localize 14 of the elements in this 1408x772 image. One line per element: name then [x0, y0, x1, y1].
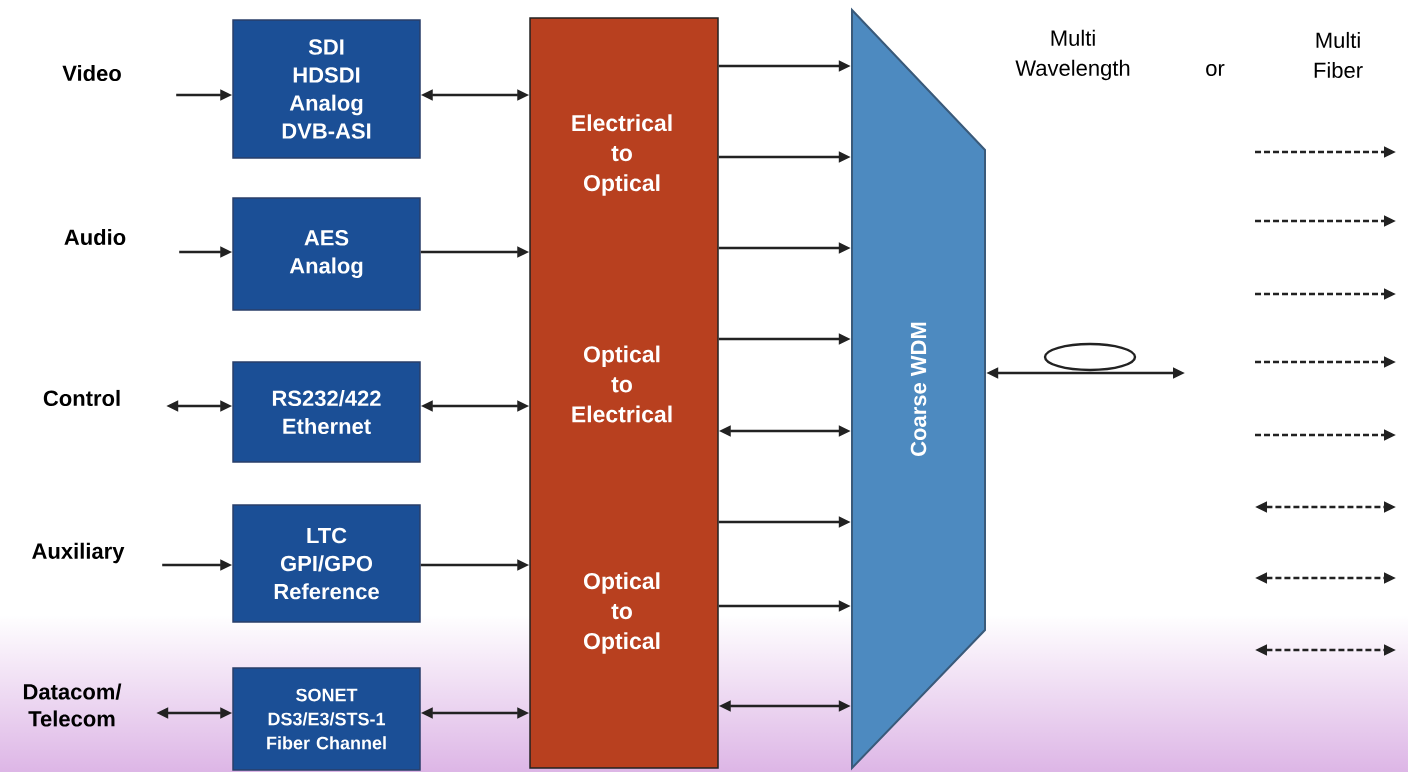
input-label: Auxiliary — [32, 542, 125, 564]
input-label: Video — [62, 64, 121, 82]
column-heading: or — [1206, 63, 1225, 77]
input-label: Audio — [64, 228, 126, 246]
input-label: Datacom/ Telecom — [23, 683, 122, 727]
converter-block: Electrical to Optical Optical to Electrical Optical to Optical — [529, 17, 719, 769]
input-label: Control — [43, 389, 120, 407]
interface-box: SONET DS3/E3/STS-1 Fiber Channel — [232, 667, 421, 771]
interface-box: AES Analog — [232, 197, 421, 311]
interface-box: SDI HDSDI Analog DVB-ASI — [232, 19, 421, 159]
interface-box: LTC GPI/GPO Reference — [232, 504, 421, 623]
interface-box: RS232/422 Ethernet — [232, 361, 421, 463]
column-heading: Multi Wavelength — [1015, 29, 1130, 81]
column-heading: Multi Fiber — [1314, 31, 1363, 79]
